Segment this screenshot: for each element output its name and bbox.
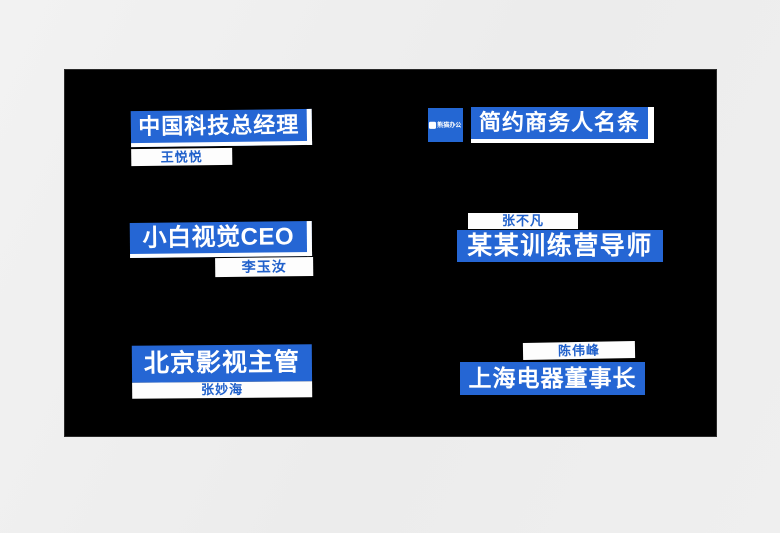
name-tag-group-5: 陈伟峰 上海电器董事长 bbox=[460, 341, 646, 396]
name-tag-1-title: 中国科技总经理 bbox=[130, 108, 313, 148]
video-frame: 熊猫办公 简约商务人名条 中国科技总经理 王悦悦 小白视觉CEO 李玉汝 北京影… bbox=[64, 69, 717, 437]
name-tag-1-name: 王悦悦 bbox=[131, 147, 233, 167]
name-tag-group-2: 小白视觉CEO 李玉汝 bbox=[129, 221, 314, 279]
name-tag-5-title: 上海电器董事长 bbox=[460, 362, 645, 395]
name-tag-4-name: 张不凡 bbox=[468, 213, 578, 229]
name-tag-5-name: 陈伟峰 bbox=[522, 341, 636, 360]
name-tag-2-title: 小白视觉CEO bbox=[129, 221, 313, 258]
name-tag-group-3: 北京影视主管 张妙海 bbox=[131, 344, 313, 400]
name-tag-3-name: 张妙海 bbox=[132, 381, 313, 399]
panda-office-logo-icon bbox=[428, 121, 437, 129]
name-tag-group-1: 中国科技总经理 王悦悦 bbox=[130, 108, 314, 167]
name-tag-4-title: 某某训练营导师 bbox=[457, 230, 663, 262]
name-tag-2-name: 李玉汝 bbox=[215, 257, 314, 278]
watermark-badge: 熊猫办公 bbox=[428, 108, 463, 142]
name-tag-group-4: 张不凡 某某训练营导师 bbox=[457, 213, 663, 263]
template-header-title: 简约商务人名条 bbox=[471, 107, 654, 143]
watermark-inner: 熊猫办公 bbox=[428, 121, 463, 129]
watermark-label: 熊猫办公 bbox=[437, 122, 462, 129]
name-tag-3-title: 北京影视主管 bbox=[131, 344, 313, 383]
